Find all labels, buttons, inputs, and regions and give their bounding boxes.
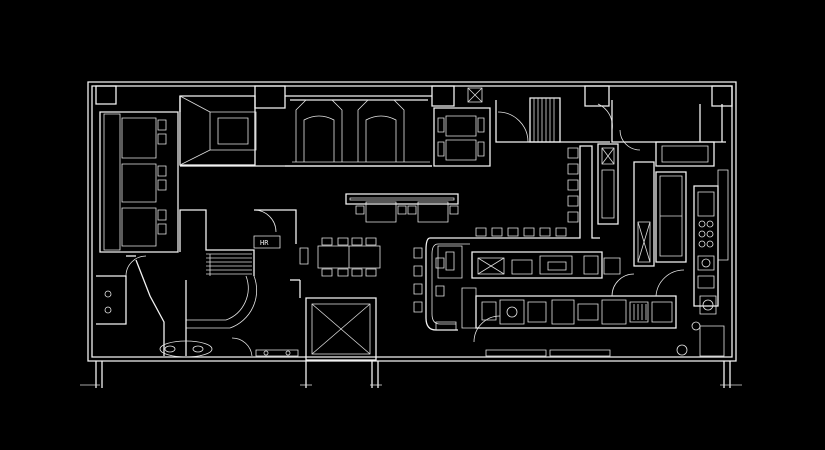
bar-stools-column [414, 248, 456, 330]
private-dining-room-1 [180, 96, 256, 165]
structural-columns [96, 86, 732, 108]
bar-counter [346, 194, 458, 222]
restroom-area [96, 256, 298, 357]
interior-partitions [126, 96, 722, 298]
booth-seating-left [100, 112, 178, 252]
main-staircase [180, 210, 296, 328]
service-stair [496, 98, 726, 150]
exterior-walls [80, 82, 742, 388]
dining-tables-center [300, 238, 380, 276]
kitchen-cooking-line-right [656, 170, 728, 356]
dining-tables-top-right [434, 88, 490, 166]
kitchen-pass-counter [426, 238, 500, 342]
kitchen-wall-shelving [598, 142, 714, 266]
kitchen-counter-stools [470, 146, 600, 238]
kitchen-line-lower [476, 274, 676, 356]
private-dining-room-2 [285, 96, 432, 166]
elevator-shaft [306, 298, 376, 360]
kitchen-equipment-row-upper [472, 252, 620, 278]
room-label-hr: HR [254, 236, 280, 248]
hr-label: HR [260, 239, 269, 247]
